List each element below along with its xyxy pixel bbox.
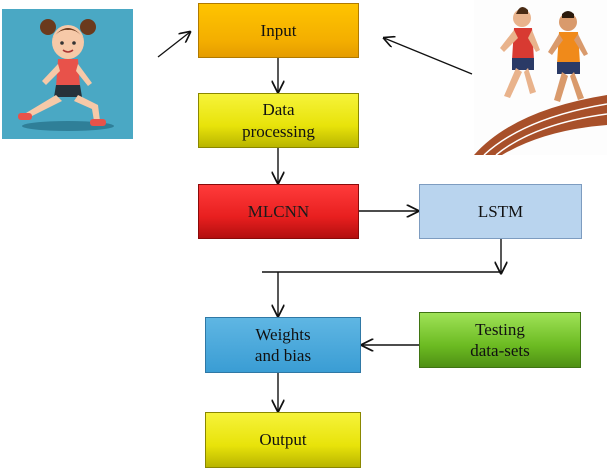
stretching-girl-icon (2, 9, 133, 139)
testing-label-line1: Testing (475, 319, 525, 339)
weights-and-bias-box: Weights and bias (205, 317, 361, 373)
lstm-box: LSTM (419, 184, 582, 239)
mlcnn-label: MLCNN (247, 201, 310, 221)
testing-data-sets-box: Testing data-sets (419, 312, 581, 368)
mlcnn-box: MLCNN (198, 184, 359, 239)
output-box: Output (205, 412, 361, 468)
input-box: Input (198, 3, 359, 58)
running-athletes-icon (474, 0, 607, 155)
weights-label-line1: Weights (255, 324, 311, 344)
lstm-label: LSTM (477, 201, 524, 221)
data-processing-label-line2: processing (242, 121, 315, 141)
arrow-right-image-to-input (384, 38, 473, 75)
output-label: Output (259, 430, 307, 450)
input-label: Input (260, 20, 297, 40)
data-processing-label-line1: Data (262, 100, 295, 120)
data-processing-box: Data processing (198, 93, 359, 148)
testing-label-line2: data-sets (470, 341, 530, 360)
arrow-left-image-to-input (157, 32, 190, 58)
weights-label-line2: and bias (254, 346, 312, 365)
